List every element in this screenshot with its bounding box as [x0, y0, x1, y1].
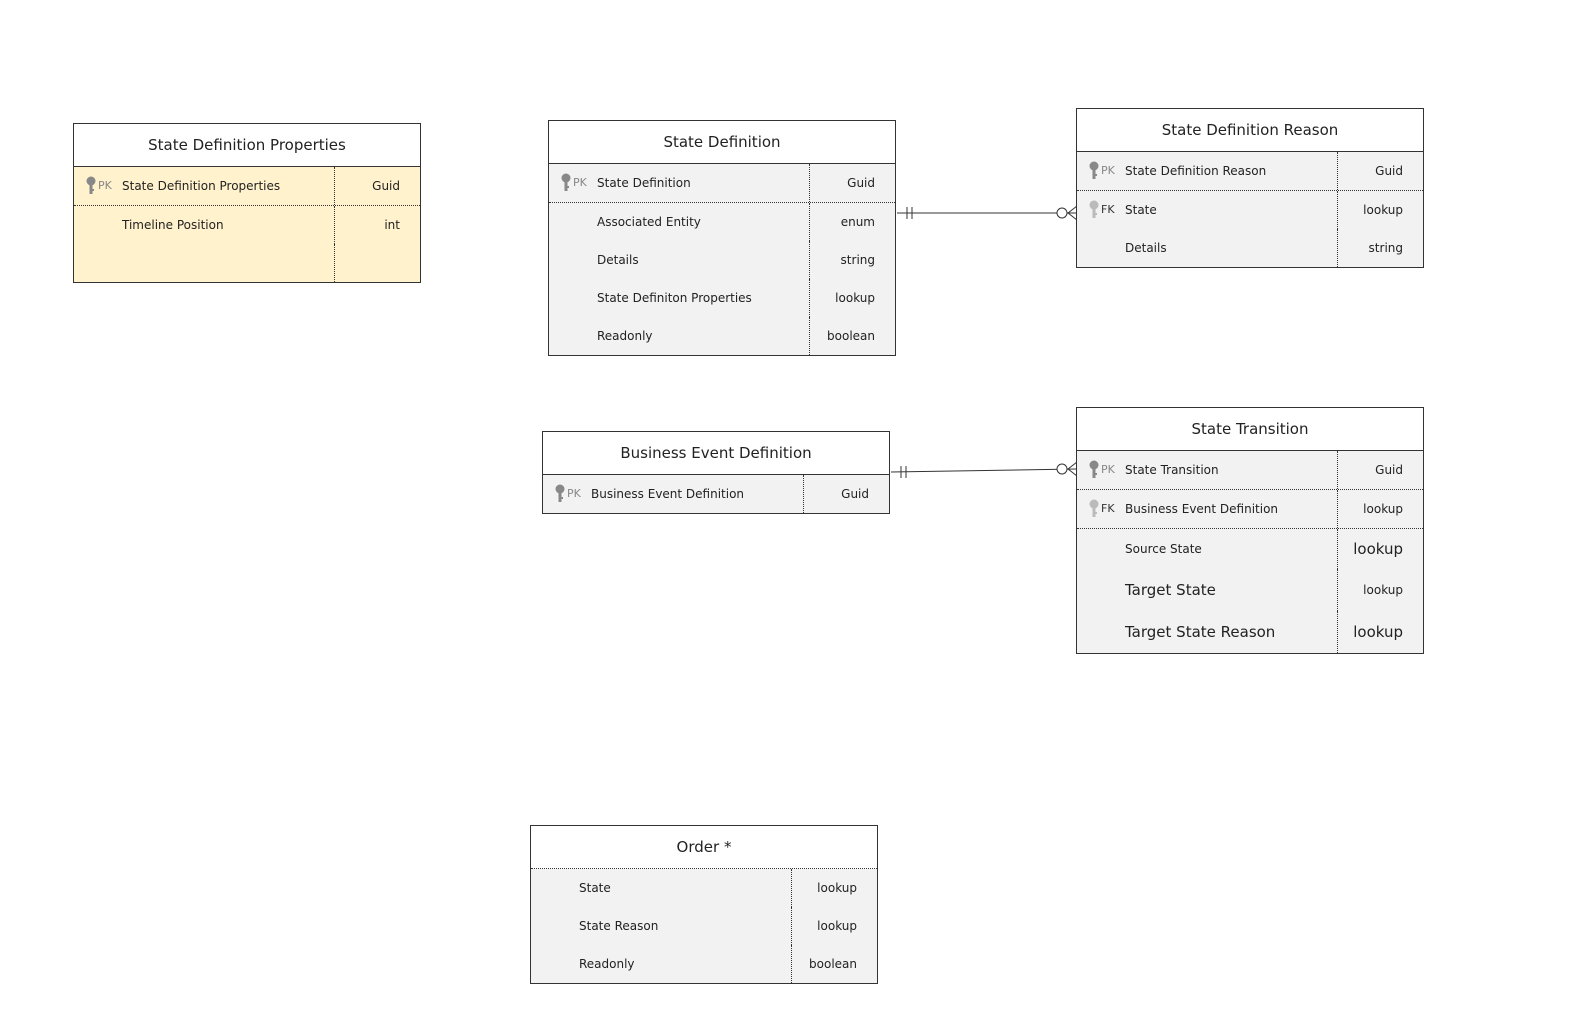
field-type: string — [809, 241, 895, 279]
crowfoot — [1067, 468, 1078, 477]
entity-title: State Definition Properties — [74, 124, 420, 167]
key-icon — [561, 173, 571, 191]
entity-order[interactable]: Order * State lookup State Reason lookup… — [530, 825, 878, 984]
field-name: State Definition Reason — [1125, 164, 1267, 178]
field-name: Associated Entity — [597, 215, 701, 229]
key-icon — [1089, 499, 1099, 517]
fk-label: FK — [1101, 502, 1115, 515]
crowfoot — [1067, 212, 1078, 221]
field-name: Details — [597, 253, 639, 267]
key-icon — [1089, 460, 1099, 478]
table-row[interactable]: State Reason lookup — [531, 907, 877, 945]
field-type: int — [334, 206, 420, 244]
table-row[interactable]: PK State Definition Properties Guid — [74, 167, 420, 206]
pk-label: PK — [567, 487, 581, 500]
field-type: Guid — [803, 475, 889, 513]
field-type: boolean — [809, 317, 895, 355]
entity-state-definition[interactable]: State Definition PK State Definition Gui… — [548, 120, 896, 356]
empty-row — [74, 244, 420, 282]
entity-title: State Definition Reason — [1077, 109, 1423, 152]
entity-title: State Transition — [1077, 408, 1423, 451]
table-row[interactable]: State lookup — [531, 869, 877, 907]
entity-state-transition[interactable]: State Transition PK State Transition Gui… — [1076, 407, 1424, 654]
field-type: Guid — [1337, 451, 1423, 489]
relationship-sd-sdr[interactable] — [897, 205, 1078, 221]
field-name: State Definition Properties — [122, 179, 281, 193]
fk-label: FK — [1101, 203, 1115, 216]
key-icon — [86, 176, 96, 194]
field-type: Guid — [809, 164, 895, 202]
entity-title: State Definition — [549, 121, 895, 164]
table-row[interactable]: PK State Definition Guid — [549, 164, 895, 203]
table-row[interactable]: Associated Entity enum — [549, 203, 895, 241]
field-type: lookup — [1337, 569, 1423, 611]
field-type: lookup — [1337, 490, 1423, 528]
field-type: Guid — [334, 167, 420, 205]
field-name: Business Event Definition — [1125, 502, 1279, 516]
table-row[interactable]: Details string — [549, 241, 895, 279]
field-name: State — [579, 881, 611, 895]
table-row[interactable]: Target State Reason lookup — [1077, 611, 1423, 653]
field-name: Source State — [1125, 542, 1202, 556]
field-name: Readonly — [597, 329, 653, 343]
field-type: lookup — [1337, 529, 1423, 569]
field-type: boolean — [791, 945, 877, 983]
table-row[interactable]: Readonly boolean — [549, 317, 895, 355]
key-icon — [1089, 200, 1099, 218]
table-row[interactable]: Source State lookup — [1077, 529, 1423, 569]
field-type: lookup — [1337, 611, 1423, 653]
field-type: enum — [809, 203, 895, 241]
field-name: Target State — [1125, 581, 1216, 599]
field-name: Readonly — [579, 957, 635, 971]
field-name: State — [1125, 203, 1157, 217]
field-name: State Transition — [1125, 463, 1219, 477]
field-name: Details — [1125, 241, 1167, 255]
table-row[interactable]: Details string — [1077, 229, 1423, 267]
field-type: Guid — [1337, 152, 1423, 190]
field-name: State Definiton Properties — [597, 291, 752, 305]
zero-mark — [1056, 207, 1068, 219]
entity-business-event-definition[interactable]: Business Event Definition PK Business Ev… — [542, 431, 890, 514]
field-type: string — [1337, 229, 1423, 267]
table-row[interactable]: Timeline Position int — [74, 206, 420, 244]
table-row[interactable]: FK Business Event Definition lookup — [1077, 490, 1423, 529]
table-row[interactable]: PK State Transition Guid — [1077, 451, 1423, 490]
pk-label: PK — [1101, 463, 1115, 476]
pk-label: PK — [98, 179, 112, 192]
field-name: Target State Reason — [1125, 623, 1276, 641]
crowfoot — [1067, 205, 1078, 214]
field-name: Business Event Definition — [591, 487, 745, 501]
key-icon — [1089, 161, 1099, 179]
table-row[interactable]: PK State Definition Reason Guid — [1077, 152, 1423, 191]
field-type: lookup — [791, 869, 877, 907]
crowfoot — [1067, 461, 1078, 470]
zero-mark — [1056, 463, 1068, 475]
field-name: Timeline Position — [122, 218, 224, 232]
table-row[interactable]: FK State lookup — [1077, 191, 1423, 229]
field-type: lookup — [1337, 191, 1423, 229]
pk-label: PK — [1101, 164, 1115, 177]
entity-title: Order * — [531, 826, 877, 869]
entity-title: Business Event Definition — [543, 432, 889, 475]
relationship-bed-st[interactable] — [890, 461, 1078, 478]
table-row[interactable]: Target State lookup — [1077, 569, 1423, 611]
table-row[interactable]: PK Business Event Definition Guid — [543, 475, 889, 513]
field-name: State Reason — [579, 919, 659, 933]
key-icon — [555, 484, 565, 502]
field-type: lookup — [809, 279, 895, 317]
field-name: State Definition — [597, 176, 691, 190]
table-row[interactable]: Readonly boolean — [531, 945, 877, 983]
entity-state-definition-properties[interactable]: State Definition Properties PK State Def… — [73, 123, 421, 283]
table-row[interactable]: State Definiton Properties lookup — [549, 279, 895, 317]
field-type: lookup — [791, 907, 877, 945]
entity-state-definition-reason[interactable]: State Definition Reason PK State Definit… — [1076, 108, 1424, 268]
pk-label: PK — [573, 176, 587, 189]
